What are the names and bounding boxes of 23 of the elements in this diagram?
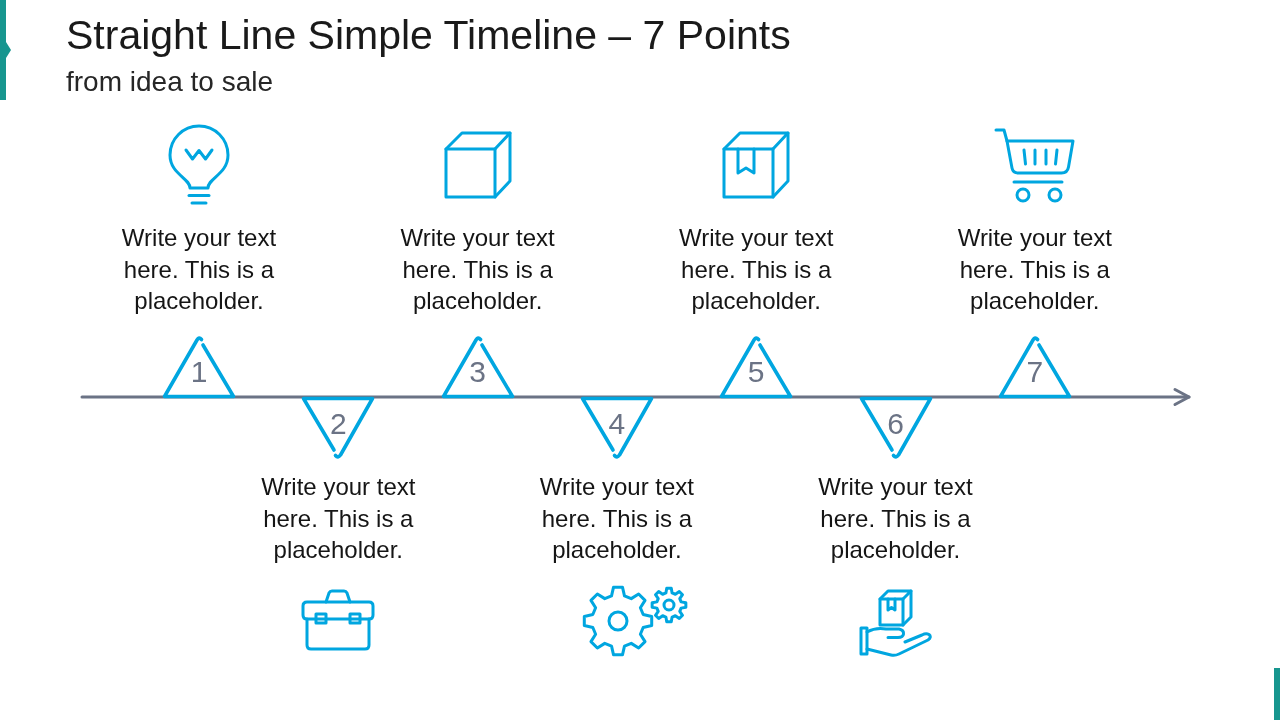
step-number: 4 (608, 409, 626, 439)
up-triangle-marker (440, 335, 515, 399)
placeholder-text: Write your text here. This is a placeholder. (678, 223, 835, 316)
slide-title: Straight Line Simple Timeline – 7 Points (66, 11, 791, 60)
step-number: 5 (747, 357, 765, 387)
step-number: 3 (469, 357, 486, 387)
up-triangle-marker (997, 335, 1072, 399)
down-triangle-marker (301, 396, 376, 460)
placeholder-text: Write your text here. This is a placeholder. (120, 223, 278, 316)
up-triangle-marker (162, 335, 236, 399)
step-number: 1 (190, 357, 208, 387)
step-number: 2 (329, 409, 347, 439)
placeholder-text: Write your text here. This is a placeholder. (538, 472, 695, 565)
placeholder-text: Write your text here. This is a placeholder. (956, 223, 1113, 316)
up-triangle-marker (719, 335, 794, 399)
placeholder-text: Write your text here. This is a placeholder. (399, 223, 556, 316)
placeholder-text: Write your text here. This is a placeholder. (817, 472, 974, 565)
down-triangle-marker (858, 396, 933, 460)
step-number: 6 (887, 409, 904, 439)
down-triangle-marker (579, 396, 654, 460)
step-number: 7 (1026, 357, 1044, 387)
placeholder-text: Write your text here. This is a placeholder. (260, 472, 417, 565)
slide-subtitle: from idea to sale (66, 65, 273, 99)
